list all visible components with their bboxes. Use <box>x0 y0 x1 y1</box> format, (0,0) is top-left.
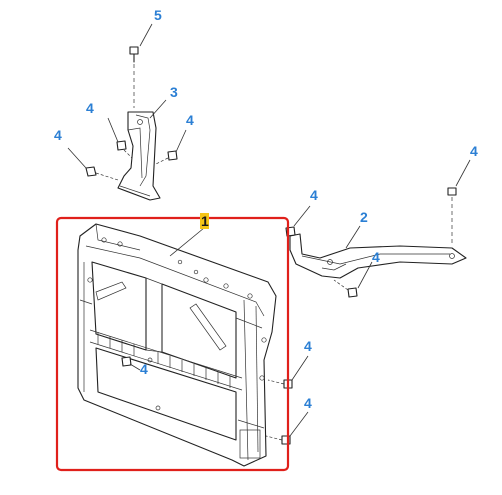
callout-label[interactable]: 4 <box>54 127 62 143</box>
bolt-part-5[interactable] <box>129 46 139 108</box>
callout-label[interactable]: 3 <box>170 84 178 100</box>
callout-label[interactable]: 4 <box>86 100 94 116</box>
bolt-part-4[interactable] <box>447 187 457 244</box>
leader-lines <box>67 23 471 437</box>
callout-label[interactable]: 4 <box>310 187 318 203</box>
callout-label[interactable]: 2 <box>360 209 368 225</box>
highlighted-part-label[interactable]: 1 <box>200 213 209 229</box>
selection-highlight <box>55 216 290 472</box>
callout-label[interactable]: 4 <box>186 112 194 128</box>
bracket-part-2[interactable] <box>289 233 467 279</box>
callout-label[interactable]: 4 <box>372 249 380 265</box>
bolt-part-4[interactable] <box>333 279 358 298</box>
bolt-part-4[interactable] <box>116 140 133 159</box>
bolt-part-4[interactable] <box>155 150 178 165</box>
callout-label[interactable]: 4 <box>304 395 312 411</box>
bracket-part-3[interactable] <box>117 111 161 201</box>
callout-label[interactable]: 4 <box>140 361 148 377</box>
radiator-support-part-1[interactable] <box>77 223 293 467</box>
bolt-part-4[interactable] <box>85 166 119 181</box>
callout-label[interactable]: 5 <box>154 7 162 23</box>
svg-text:1: 1 <box>201 213 209 229</box>
callout-label[interactable]: 4 <box>470 143 478 159</box>
callout-label[interactable]: 4 <box>304 338 312 354</box>
